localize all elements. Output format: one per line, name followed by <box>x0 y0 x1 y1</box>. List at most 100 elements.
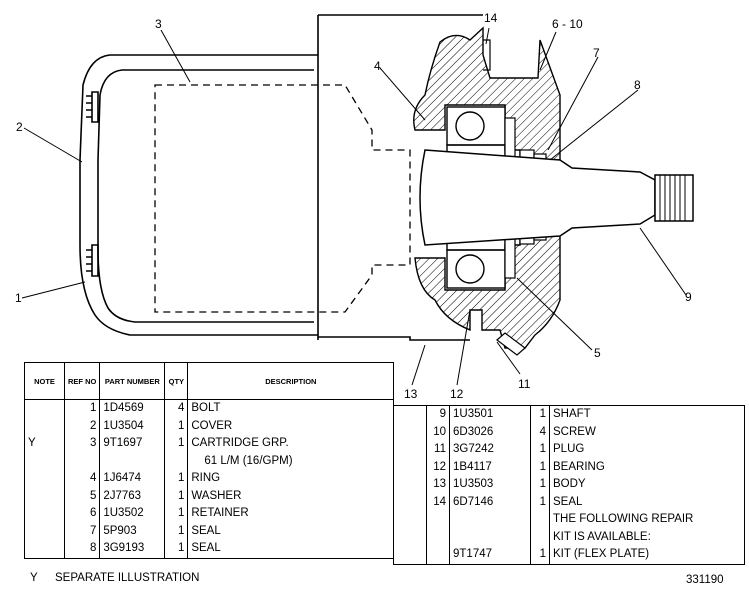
cell-qty: 1 <box>530 476 550 494</box>
callout-label: 5 <box>594 346 601 360</box>
pump-body <box>317 14 483 341</box>
cell-description: CARTRIDGE GRP. <box>191 437 289 449</box>
cell-qty: 1 <box>164 487 189 505</box>
cell-description: KIT IS AVAILABLE: <box>553 530 651 543</box>
body-section <box>413 26 561 349</box>
cell-note <box>393 546 427 564</box>
cell-note <box>24 399 65 418</box>
cell-description: RETAINER <box>191 507 249 519</box>
cell-description: SEAL <box>191 542 221 554</box>
parts-list-table-right: 9 1U3501 1 SHAFT 10 6D3026 4 SCREW 11 3G… <box>393 405 745 565</box>
table-row: 61 L/M (16/GPM) <box>24 452 394 470</box>
table-row: 9 1U3501 1 SHAFT <box>393 405 745 424</box>
cell-qty: 1 <box>530 493 550 511</box>
callout-label: 7 <box>593 46 600 60</box>
table-row: KIT IS AVAILABLE: <box>393 528 745 546</box>
cell-part-number: 1U3504 <box>99 417 166 435</box>
cell-part-number: 2J7763 <box>99 487 166 505</box>
illustration-number: 331190 <box>686 574 724 586</box>
cell-qty: 4 <box>530 423 550 441</box>
cell-part-number <box>449 528 531 546</box>
cell-qty: 1 <box>164 435 189 453</box>
callout-label: 6 - 10 <box>552 17 583 31</box>
cell-description: COVER <box>191 419 233 432</box>
parts-list-table-left: NOTE REF NO PART NUMBER QTY DESCRIPTION … <box>24 362 395 559</box>
table-row: 2 1U3504 1 COVER <box>24 417 394 435</box>
table-header-row: NOTE REF NO PART NUMBER QTY DESCRIPTION <box>24 362 394 400</box>
cell-ref: 10 <box>426 423 450 441</box>
cell-part-number: 1U3503 <box>449 476 531 494</box>
cell-note: Y <box>24 435 65 453</box>
cell-ref: 13 <box>426 476 450 494</box>
cell-note <box>24 522 65 540</box>
cell-description: SEAL <box>553 495 583 508</box>
callout-label: 11 <box>518 377 531 391</box>
callout-label: 13 <box>404 387 418 401</box>
cell-description: THE FOLLOWING REPAIR <box>553 513 694 525</box>
cell-note <box>24 487 65 505</box>
cell-part-number: 1B4117 <box>449 458 531 476</box>
cover-outline <box>79 54 318 336</box>
cell-part-number: 1U3501 <box>449 405 531 424</box>
footnote-text: SEPARATE ILLUSTRATION <box>55 572 200 584</box>
callout-label: 14 <box>484 11 498 25</box>
header-description: DESCRIPTION <box>187 362 394 400</box>
callout-label: 1 <box>15 291 22 305</box>
cell-qty <box>164 452 189 470</box>
cell-qty <box>530 528 550 546</box>
cell-description: KIT (FLEX PLATE) <box>553 548 650 560</box>
leader-lines <box>21 27 687 386</box>
cell-qty: 1 <box>530 441 550 459</box>
cell-qty: 1 <box>530 458 550 476</box>
cell-qty: 1 <box>164 505 189 523</box>
cell-qty: 4 <box>164 399 189 418</box>
cell-part-number: 6D7146 <box>449 493 531 511</box>
cell-ref: 9 <box>426 405 450 424</box>
cell-note <box>393 528 427 546</box>
drive-shaft <box>419 149 694 246</box>
cell-description: WASHER <box>191 489 242 502</box>
callout-label: 2 <box>16 120 23 134</box>
cell-description: PLUG <box>553 443 585 455</box>
table-row: 11 3G7242 1 PLUG <box>393 441 745 459</box>
cell-ref: 1 <box>64 399 101 418</box>
plug <box>496 332 526 356</box>
cell-ref: 12 <box>426 458 450 476</box>
table-row: 10 6D3026 4 SCREW <box>393 423 745 441</box>
cell-part-number: 3G7242 <box>449 441 531 459</box>
cell-description: SCREW <box>553 425 596 438</box>
callout-label: 9 <box>685 290 692 304</box>
cell-part-number <box>99 452 166 470</box>
table-row: 8 3G9193 1 SEAL <box>24 540 394 558</box>
cell-part-number: 3G9193 <box>99 540 166 558</box>
cell-note <box>393 441 427 459</box>
cell-qty <box>530 511 550 529</box>
table-row: 14 6D7146 1 SEAL <box>393 493 745 511</box>
cell-ref: 2 <box>64 417 101 435</box>
table-row: 13 1U3503 1 BODY <box>393 476 745 494</box>
cell-description: BODY <box>553 478 586 490</box>
header-part-number: PART NUMBER <box>99 362 166 400</box>
cell-ref <box>64 452 101 470</box>
table-row: 6 1U3502 1 RETAINER <box>24 505 394 523</box>
table-row: 12 1B4117 1 BEARING <box>393 458 745 476</box>
cell-ref: 6 <box>64 505 101 523</box>
cartridge-group-outline <box>154 84 411 313</box>
cell-ref: 7 <box>64 522 101 540</box>
cell-note <box>24 505 65 523</box>
cell-description: RING <box>191 472 221 484</box>
cell-ref: 11 <box>426 441 450 459</box>
cell-ref <box>426 528 450 546</box>
callout-label: 12 <box>450 387 464 401</box>
cell-part-number: 1U3502 <box>99 505 166 523</box>
header-ref-no: REF NO <box>64 362 101 400</box>
cell-part-number: 9T1747 <box>449 546 531 564</box>
callout-label: 8 <box>634 78 641 92</box>
cell-description: 61 L/M (16/GPM) <box>204 454 293 467</box>
cell-part-number <box>449 511 531 529</box>
cell-qty: 1 <box>164 417 189 435</box>
cell-note <box>24 470 65 488</box>
cell-note <box>24 452 65 470</box>
cell-ref <box>426 511 450 529</box>
